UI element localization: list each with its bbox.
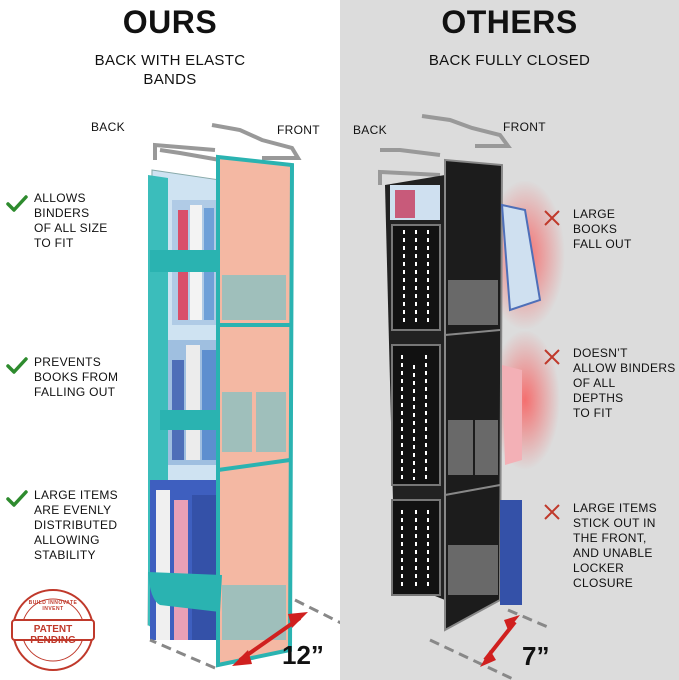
patent-pending-text: PATENT PENDING	[30, 624, 76, 646]
ours-dimension-label: 12”	[282, 640, 324, 670]
checkmark-icon	[6, 195, 28, 212]
ours-benefit-1: ALLOWS BINDERS OF ALL SIZE TO FIT	[6, 191, 108, 251]
others-drawback-2-line: DEPTHS	[573, 391, 624, 405]
ours-organizer-illustration	[147, 123, 340, 670]
others-drawback-3-line: LOCKER	[573, 561, 625, 575]
others-drawback-1-line: BOOKS	[573, 222, 618, 236]
ours-benefit-3-line: STABILITY	[34, 548, 96, 562]
ours-benefit-2: PREVENTS BOOKS FROM FALLING OUT	[6, 355, 118, 400]
ours-benefit-3-line: ARE EVENLY	[34, 503, 112, 517]
others-drawback-2-line: ALLOW BINDERS	[573, 361, 676, 375]
ours-panel: OURS BACK WITH ELASTC BANDS BACK FRONT A…	[0, 4, 340, 671]
others-drawback-1-line: FALL OUT	[573, 237, 632, 251]
others-drawback-1-line: LARGE	[573, 207, 616, 221]
ours-benefit-3-line: DISTRIBUTED	[34, 518, 118, 532]
others-title: OTHERS	[441, 4, 578, 40]
checkmark-icon	[6, 490, 28, 507]
ours-subtitle-line1: BACK WITH ELASTC	[94, 52, 246, 69]
ours-benefit-2-line: PREVENTS	[34, 355, 102, 369]
others-organizer-illustration	[378, 114, 565, 680]
cross-icon	[544, 210, 560, 226]
ours-benefit-1-line: ALLOWS	[34, 191, 86, 205]
others-drawback-3-line: CLOSURE	[573, 576, 634, 590]
ours-front-label: FRONT	[277, 123, 320, 137]
ours-back-label: BACK	[91, 120, 125, 134]
ours-title: OURS	[122, 4, 218, 40]
ours-benefit-2-line: FALLING OUT	[34, 385, 116, 399]
others-front-label: FRONT	[503, 120, 546, 134]
ours-subtitle: BACK WITH ELASTC BANDS	[0, 51, 340, 89]
ours-benefit-1-line: BINDERS	[34, 206, 90, 220]
patent-pending-badge	[11, 589, 95, 671]
others-drawback-3-line: LARGE ITEMS	[573, 501, 657, 515]
others-subtitle: BACK FULLY CLOSED	[428, 52, 591, 69]
ours-benefit-1-line: OF ALL SIZE	[34, 221, 108, 235]
others-panel: OTHERS BACK FULLY CLOSED BACK FRONT	[340, 0, 679, 680]
others-drawback-1: LARGE BOOKS FALL OUT	[543, 207, 632, 252]
others-drawback-2-line: OF ALL	[573, 376, 616, 390]
others-drawback-2: DOESN’T ALLOW BINDERS OF ALL DEPTHS TO F…	[543, 346, 676, 421]
patent-ring-text: BUILD INNOVATE INVENT	[28, 600, 78, 612]
ours-benefit-2-line: BOOKS FROM	[34, 370, 119, 384]
ours-benefit-3: LARGE ITEMS ARE EVENLY DISTRIBUTED ALLOW…	[6, 488, 118, 563]
others-drawback-3-line: AND UNABLE	[573, 546, 653, 560]
others-dimension-label: 7”	[522, 641, 550, 671]
others-drawback-2-line: TO FIT	[573, 406, 613, 420]
others-drawback-3: LARGE ITEMS STICK OUT IN THE FRONT, AND …	[543, 501, 657, 591]
ours-benefit-3-line: ALLOWING	[34, 533, 100, 547]
ours-benefit-1-line: TO FIT	[34, 236, 74, 250]
checkmark-icon	[6, 357, 28, 374]
ours-subtitle-line2: BANDS	[143, 71, 197, 88]
others-drawback-2-line: DOESN’T	[573, 346, 628, 360]
ours-benefit-3-line: LARGE ITEMS	[34, 488, 118, 502]
others-drawback-3-line: STICK OUT IN	[573, 516, 656, 530]
cross-icon	[544, 504, 560, 520]
cross-icon	[544, 349, 560, 365]
others-drawback-3-line: THE FRONT,	[573, 531, 647, 545]
others-back-label: BACK	[353, 123, 387, 137]
